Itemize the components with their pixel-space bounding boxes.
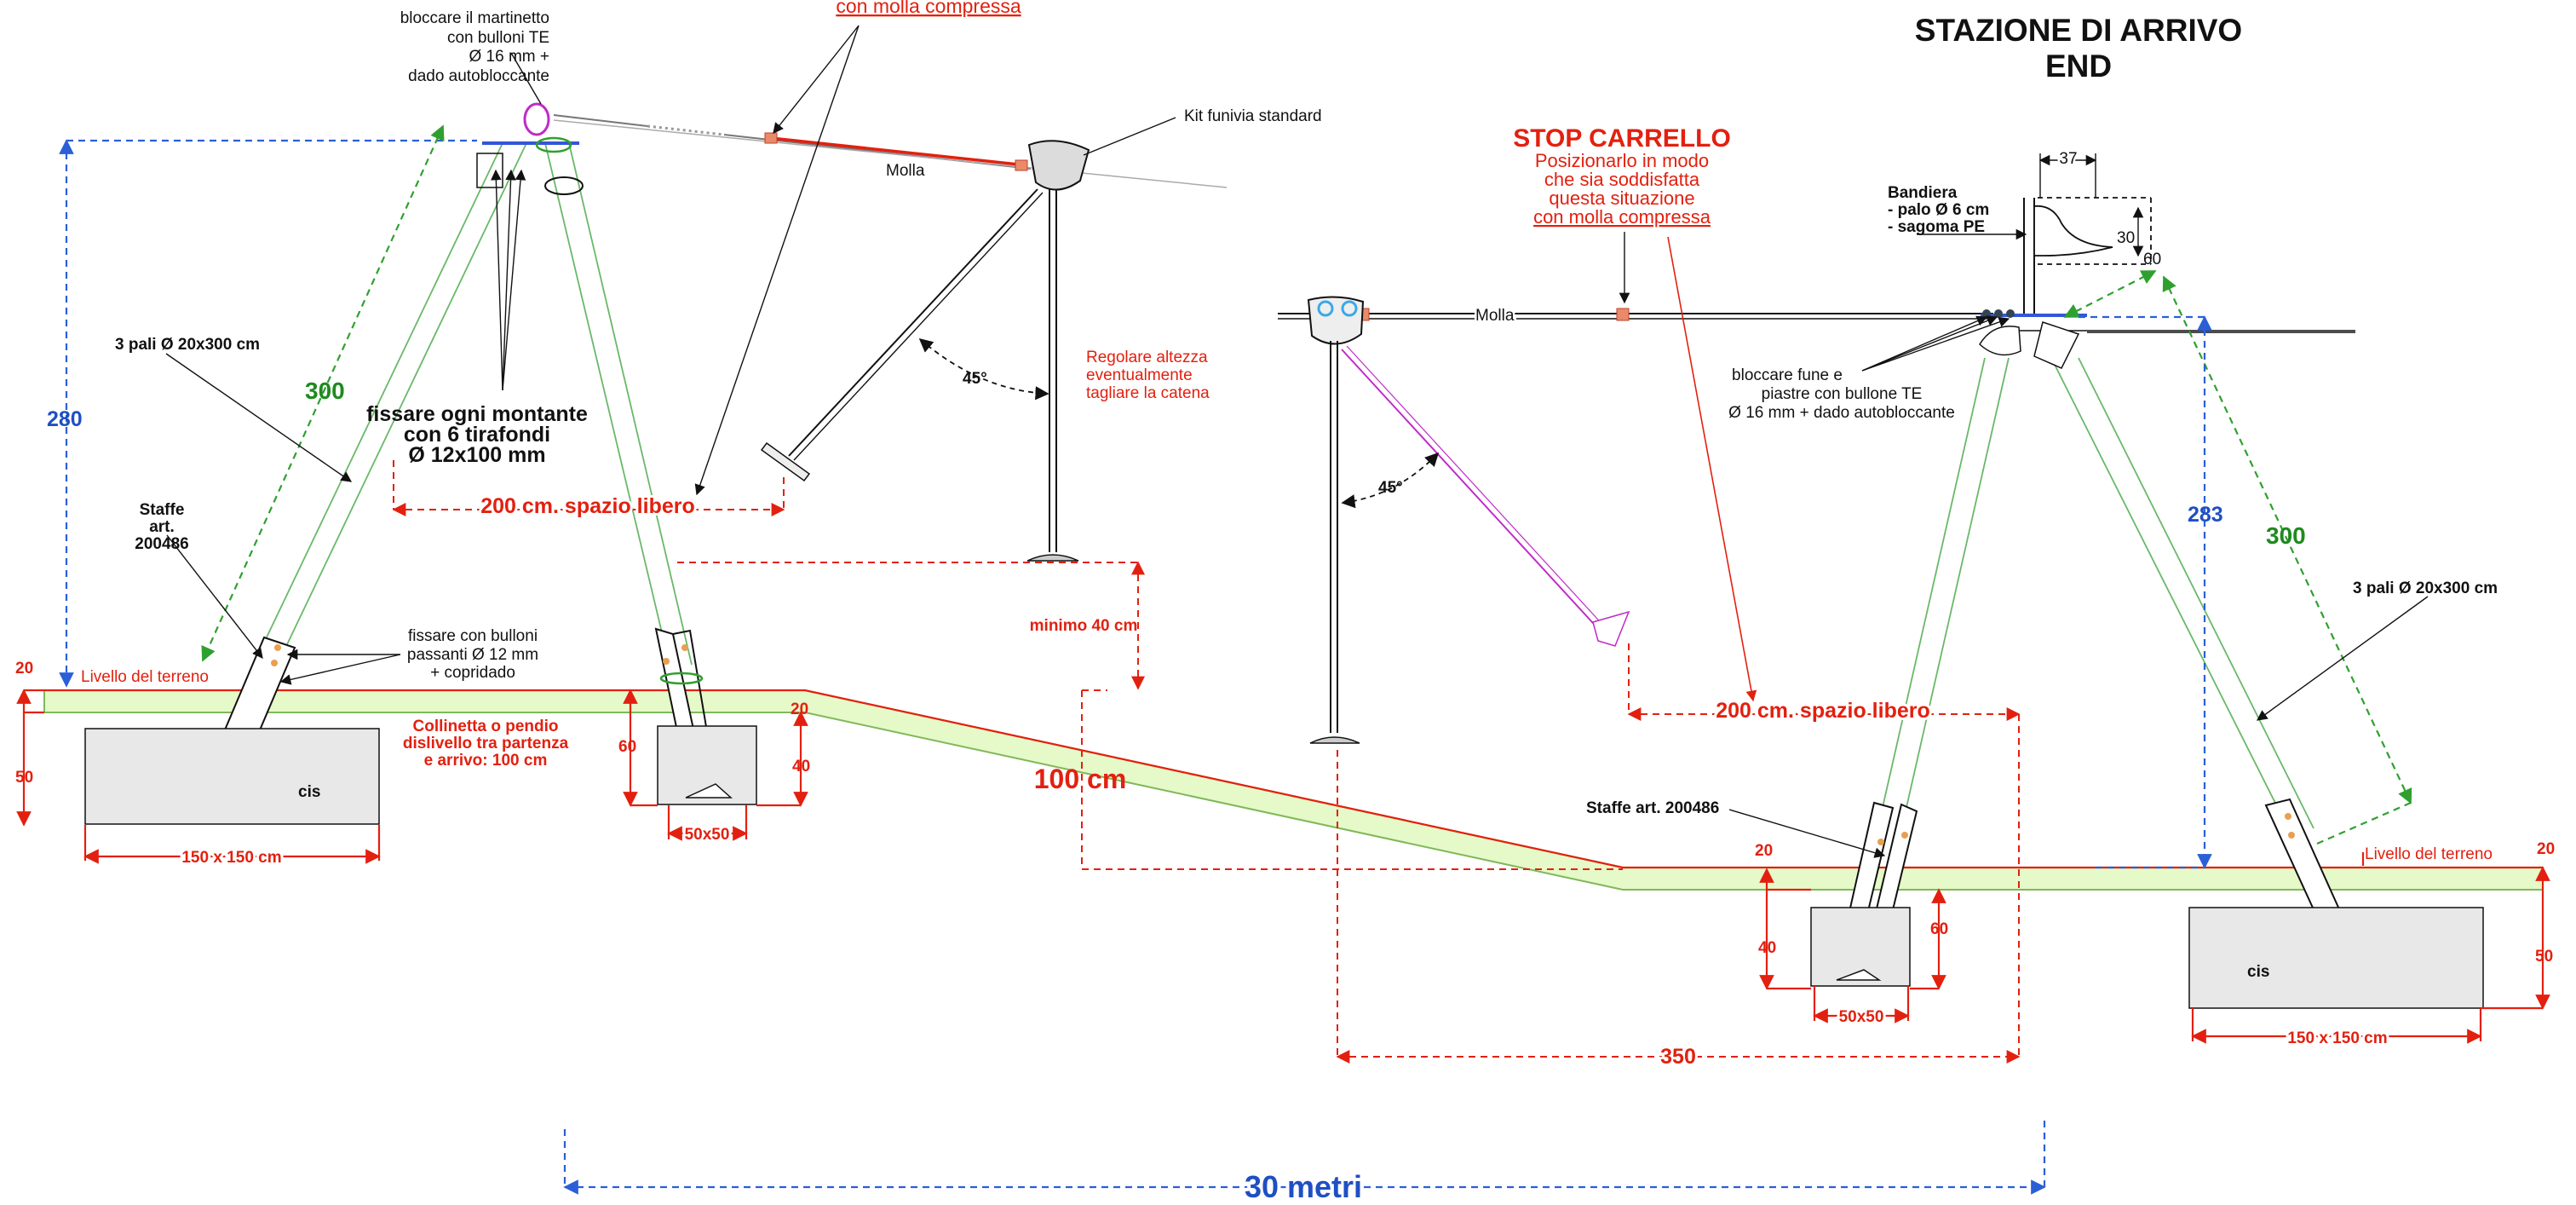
spazio-right: 200 cm. spazio libero [1716, 699, 1930, 723]
dim-20-left: 20 [15, 660, 33, 677]
pole-length-right: 300 [2266, 522, 2306, 549]
stop-line-1: Posizionarlo in modo [1535, 150, 1709, 171]
drop-label: 100 cm [1034, 764, 1127, 794]
regolare-2: eventualmente [1086, 366, 1193, 384]
height-left: 280 [47, 407, 83, 431]
labels: STAZIONE DI ARRIVO END con molla compres… [15, 0, 2555, 1205]
title-line2: END [2045, 49, 2112, 84]
dim-50-right: 50 [2535, 948, 2553, 966]
molla-right: Molla [1475, 307, 1515, 325]
dim-350: 350 [1660, 1045, 1696, 1069]
poles-right: 3 pali Ø 20x300 cm [2353, 579, 2498, 597]
livello-right: Livello del terreno [2365, 845, 2493, 863]
dim-40-left: 40 [792, 758, 810, 775]
fissare-1: fissare ogni montante [366, 402, 588, 426]
trolley-right [1307, 296, 1365, 345]
angle-left: 45° [963, 370, 987, 388]
kit-trolley [1027, 140, 1090, 191]
bloccare-2: piastre con bullone TE [1762, 385, 1923, 403]
stop-line-3: questa situazione [1549, 187, 1694, 209]
bandiera-3: - sagoma PE [1888, 218, 1985, 236]
bloccare-1: bloccare fune e [1732, 366, 1843, 384]
bulloni-3: + copridado [430, 664, 515, 682]
left-station [16, 102, 1228, 864]
livello-left: Livello del terreno [81, 668, 209, 686]
staffe-left-3: 200486 [135, 535, 188, 553]
pole-length-left: 300 [305, 378, 345, 404]
dim-60-right: 60 [1930, 920, 1948, 938]
kit-label: Kit funivia standard [1184, 107, 1322, 125]
dim-20-right-a: 20 [1755, 842, 1773, 860]
bandiera-2: - palo Ø 6 cm [1888, 201, 1989, 219]
spring-note: con molla compressa [836, 0, 1021, 17]
poles-left: 3 pali Ø 20x300 cm [115, 336, 260, 354]
cis-left: cis [298, 783, 320, 801]
dim-40-right: 40 [1758, 939, 1776, 957]
spring [770, 136, 1027, 167]
stop-line-4: con molla compressa [1533, 206, 1711, 228]
martinetto-3: Ø 16 mm + [469, 48, 550, 66]
martinetto-4: dado autobloccante [408, 67, 549, 85]
bandiera-1: Bandiera [1888, 184, 1958, 202]
dim-50-left: 50 [15, 769, 33, 787]
dim-30: 30 [2117, 229, 2135, 247]
staffe-left-2: art. [149, 518, 175, 536]
spazio-left: 200 cm. spazio libero [480, 494, 695, 518]
collinetta-3: e arrivo: 100 cm [424, 752, 548, 770]
dim-20b-left: 20 [791, 701, 808, 718]
cis-right: cis [2247, 963, 2269, 981]
fissare-3: Ø 12x100 mm [408, 443, 545, 467]
stop-line-2: che sia soddisfatta [1544, 169, 1700, 190]
base-big-left: 150 x 150 cm [181, 849, 281, 867]
base-small-right: 50x50 [1839, 1008, 1884, 1026]
dim-37: 37 [2059, 150, 2077, 168]
minimo-label: minimo 40 cm [1030, 617, 1138, 635]
height-right: 283 [2188, 503, 2223, 527]
distance-label: 30 metri [1245, 1169, 1362, 1204]
middle-dimensions [563, 689, 2046, 1195]
staffe-left-1: Staffe [140, 501, 185, 519]
staffe-right: Staffe art. 200486 [1586, 799, 1719, 817]
collinetta-2: dislivello tra partenza [403, 735, 569, 752]
dim-20-right-b: 20 [2537, 840, 2555, 858]
bulloni-1: fissare con bulloni [408, 627, 538, 645]
stop-title: STOP CARRELLO [1513, 124, 1731, 153]
collinetta-1: Collinetta o pendio [413, 718, 559, 735]
base-small-left: 50x50 [685, 826, 730, 844]
regolare-3: tagliare la catena [1086, 384, 1210, 402]
dim-60-left: 60 [618, 738, 636, 756]
fissare-2: con 6 tirafondi [404, 423, 550, 447]
molla-left: Molla [886, 162, 925, 180]
base-big-right: 150 x 150 cm [2287, 1029, 2387, 1047]
bloccare-3: Ø 16 mm + dado autobloccante [1728, 404, 1955, 422]
leader-lines [165, 25, 2429, 858]
title-line1: STAZIONE DI ARRIVO [1915, 13, 2242, 48]
angle-right: 45° [1378, 479, 1403, 497]
dim-60-flag: 60 [2143, 251, 2161, 268]
martinetto-2: con bulloni TE [447, 29, 549, 47]
right-station [1278, 153, 2550, 1064]
bulloni-2: passanti Ø 12 mm [407, 646, 538, 664]
regolare-1: Regolare altezza [1086, 349, 1208, 366]
martinetto-1: bloccare il martinetto [400, 9, 549, 27]
